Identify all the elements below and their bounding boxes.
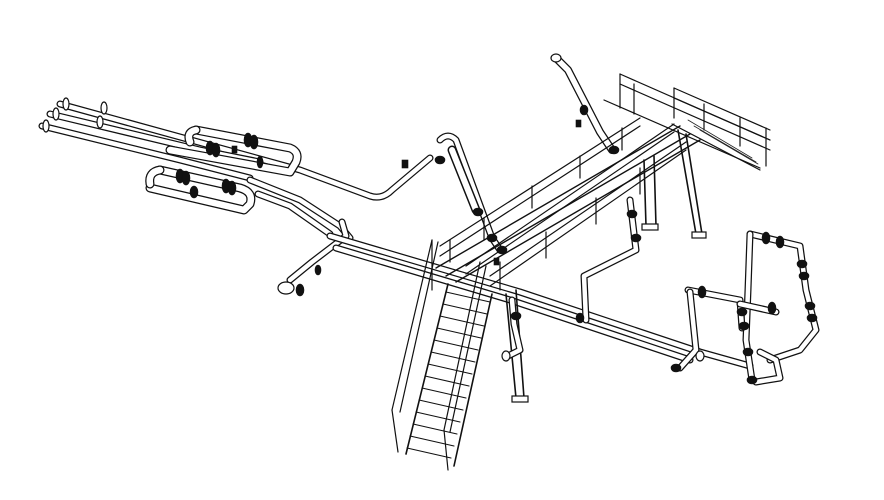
- upper-right-platform: [603, 73, 771, 171]
- upper-riser: [550, 53, 620, 155]
- instrument-tags: [231, 119, 582, 266]
- left-pipe-bundle: [38, 97, 754, 370]
- left-flange-ends: [42, 97, 108, 133]
- central-riser: [434, 132, 508, 255]
- under-bridge-pipes: [501, 196, 642, 362]
- right-loop-assembly: [670, 230, 820, 386]
- loop-valves: [175, 132, 264, 199]
- end-cap-valve: [277, 264, 322, 297]
- staircase: [391, 239, 493, 471]
